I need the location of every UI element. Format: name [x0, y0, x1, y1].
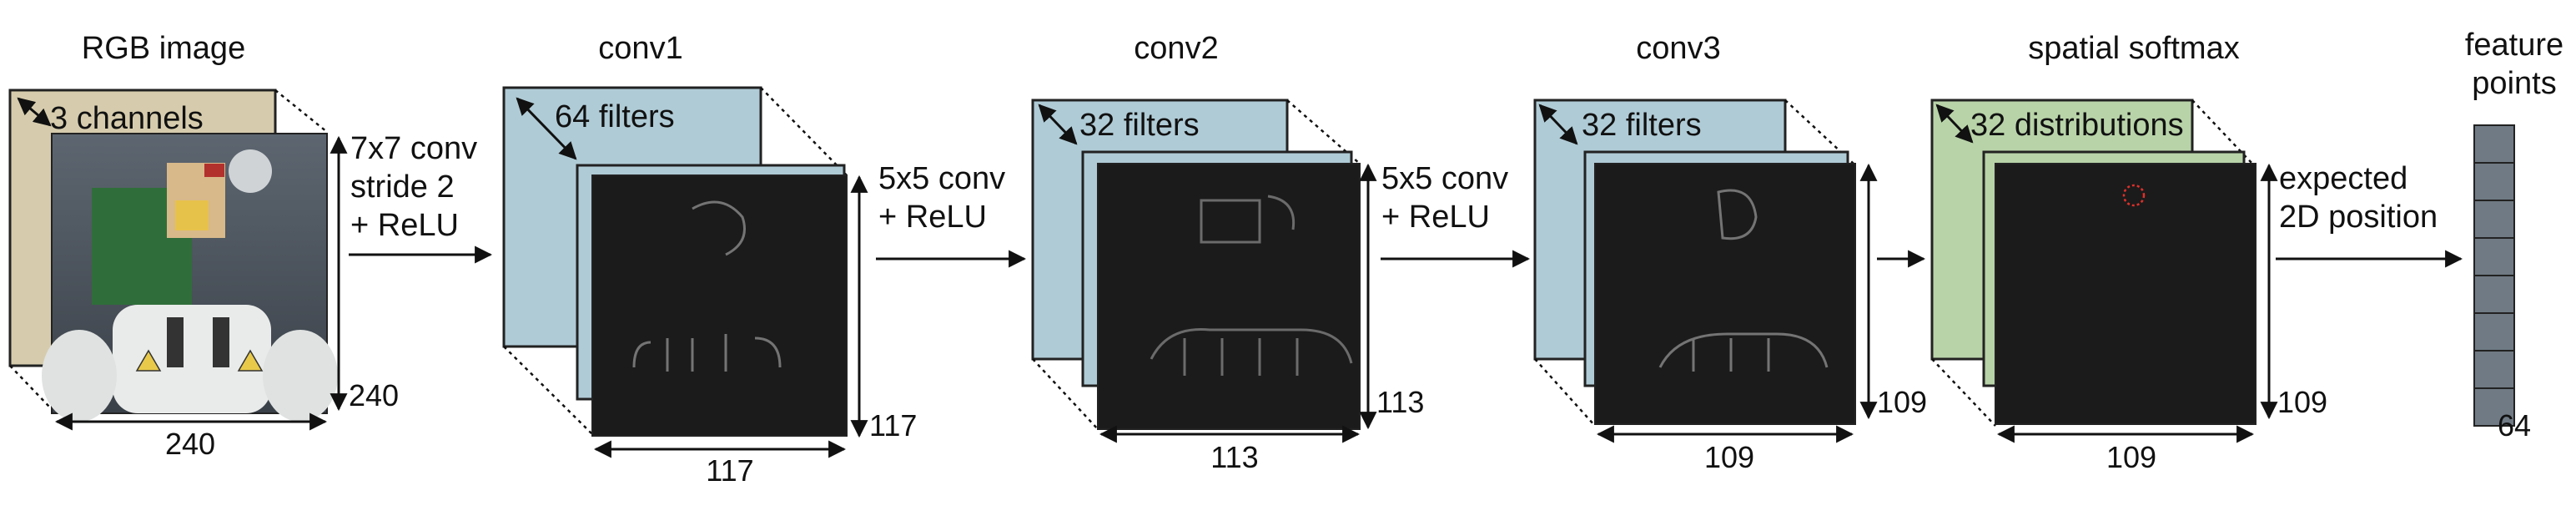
feature-point-cell — [2473, 124, 2515, 164]
stage-title-features-line1: feature — [2465, 28, 2563, 63]
svg-text:expected: expected — [2279, 161, 2407, 196]
expected-position-marker — [2122, 184, 2146, 207]
depth-arrow-conv3 — [1538, 104, 1578, 145]
depth-label-softmax: 32 distributions — [1970, 108, 2184, 143]
height-label-conv2: 113 — [1376, 385, 1424, 419]
width-label-softmax: 109 — [2106, 440, 2156, 474]
feature-point-cell — [2473, 312, 2515, 352]
depth-arrow-conv2 — [1038, 104, 1078, 145]
height-label-conv1: 117 — [869, 408, 917, 443]
transition-conv1: 7x7 conv stride 2 + ReLU — [349, 131, 493, 264]
depth-arrow-conv1 — [516, 97, 577, 160]
width-label-conv1: 117 — [706, 453, 753, 488]
depth-arrow-rgb — [17, 97, 52, 127]
stage-title-features-line2: points — [2472, 66, 2556, 101]
height-label-rgb: 240 — [349, 378, 399, 412]
feature-point-cell — [2473, 350, 2515, 389]
feature-point-vector — [2473, 124, 2515, 427]
stage-title-conv1: conv1 — [598, 31, 682, 66]
height-label-conv3: 109 — [1877, 385, 1927, 419]
transition-conv2: 5x5 conv + ReLU — [876, 161, 1027, 268]
width-label-conv3: 109 — [1704, 440, 1754, 474]
stage-spatial-softmax: spatial softmax 32 distributions 109 109 — [1930, 31, 2327, 474]
stage-conv1: conv1 64 filters 117 117 — [502, 31, 917, 488]
svg-text:2D position: 2D position — [2279, 200, 2438, 235]
conv1-feature-map — [591, 175, 848, 437]
svg-text:stride 2: stride 2 — [350, 169, 455, 205]
stage-conv3: conv3 32 filters 109 109 — [1533, 31, 1927, 474]
feature-point-cell — [2473, 387, 2515, 427]
feature-point-cell — [2473, 275, 2515, 314]
conv3-feature-map — [1594, 163, 1856, 425]
feature-point-cell — [2473, 200, 2515, 239]
feature-point-cell — [2473, 162, 2515, 201]
svg-text:+ ReLU: + ReLU — [350, 208, 459, 243]
height-label-softmax: 109 — [2277, 385, 2327, 419]
svg-text:5x5 conv: 5x5 conv — [878, 161, 1005, 196]
stage-rgb-image: RGB image 3 channels 240 240 — [8, 31, 399, 461]
svg-text:5x5 conv: 5x5 conv — [1381, 161, 1508, 196]
stage-title-conv3: conv3 — [1636, 31, 1720, 66]
feature-count-label: 64 — [2498, 408, 2531, 443]
svg-text:7x7 conv: 7x7 conv — [350, 131, 477, 166]
stage-feature-points: feature points 64 — [2465, 28, 2563, 443]
stage-conv2: conv2 32 filters 113 113 — [1031, 31, 1424, 474]
rgb-photo — [42, 133, 338, 422]
depth-label-conv2: 32 filters — [1079, 108, 1200, 143]
svg-text:+ ReLU: + ReLU — [878, 200, 987, 235]
width-label-rgb: 240 — [165, 427, 215, 461]
conv2-feature-map — [1097, 163, 1361, 430]
feature-point-cell — [2473, 237, 2515, 276]
depth-label-rgb: 3 channels — [50, 101, 204, 136]
stage-title-softmax: spatial softmax — [2028, 31, 2239, 66]
svg-text:+ ReLU: + ReLU — [1381, 200, 1490, 235]
transition-feature-points: expected 2D position — [2276, 161, 2463, 268]
stage-title-rgb: RGB image — [82, 31, 245, 66]
depth-label-conv3: 32 filters — [1582, 108, 1702, 143]
depth-arrow-softmax — [1935, 104, 1974, 144]
stage-title-conv2: conv2 — [1134, 31, 1218, 66]
transition-conv3: 5x5 conv + ReLU — [1381, 161, 1531, 268]
width-label-conv2: 113 — [1210, 440, 1258, 474]
softmax-distribution-map — [1995, 163, 2257, 425]
depth-label-conv1: 64 filters — [555, 99, 675, 134]
